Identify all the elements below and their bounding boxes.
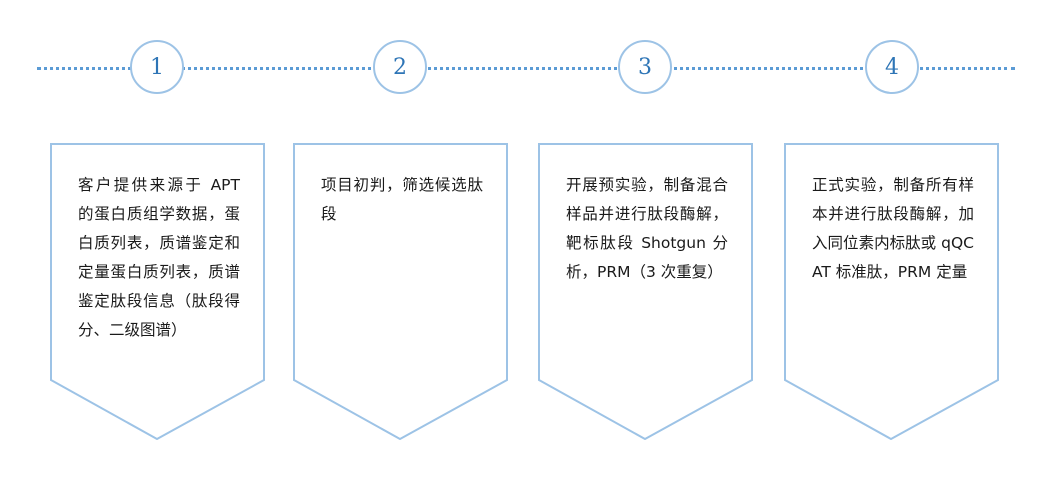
step-2-description: 项目初判，筛选候选肽段 xyxy=(321,176,483,223)
card-2-pentagon-shape xyxy=(293,143,508,440)
step-3-description: 开展预实验，制备混合样品并进行肽段酶解，靶标肽段 Shotgun 分析，PRM（… xyxy=(566,176,728,281)
step-3-circle: 3 xyxy=(618,40,672,94)
step-4-card: 正式实验，制备所有样本并进行肽段酶解，加入同位素内标肽或 qQCAT 标准肽，P… xyxy=(784,143,999,440)
step-2-card: 项目初判，筛选候选肽段 xyxy=(293,143,508,440)
step-3-number: 3 xyxy=(638,54,652,80)
step-2-number: 2 xyxy=(393,54,407,80)
step-1-number: 1 xyxy=(150,54,164,80)
step-4-number: 4 xyxy=(885,54,899,80)
step-1-circle: 1 xyxy=(130,40,184,94)
step-4-description: 正式实验，制备所有样本并进行肽段酶解，加入同位素内标肽或 qQCAT 标准肽，P… xyxy=(812,176,974,281)
step-3-card: 开展预实验，制备混合样品并进行肽段酶解，靶标肽段 Shotgun 分析，PRM（… xyxy=(538,143,753,440)
card-4-pentagon-shape xyxy=(784,143,999,440)
step-4-circle: 4 xyxy=(865,40,919,94)
step-1-description: 客户提供来源于 APT 的蛋白质组学数据，蛋白质列表，质谱鉴定和定量蛋白质列表，… xyxy=(78,176,240,339)
step-1-card: 客户提供来源于 APT 的蛋白质组学数据，蛋白质列表，质谱鉴定和定量蛋白质列表，… xyxy=(50,143,265,440)
card-3-pentagon-shape xyxy=(538,143,753,440)
step-2-circle: 2 xyxy=(373,40,427,94)
card-1-pentagon-shape xyxy=(50,143,265,440)
timeline-dotted-line xyxy=(37,67,1015,70)
